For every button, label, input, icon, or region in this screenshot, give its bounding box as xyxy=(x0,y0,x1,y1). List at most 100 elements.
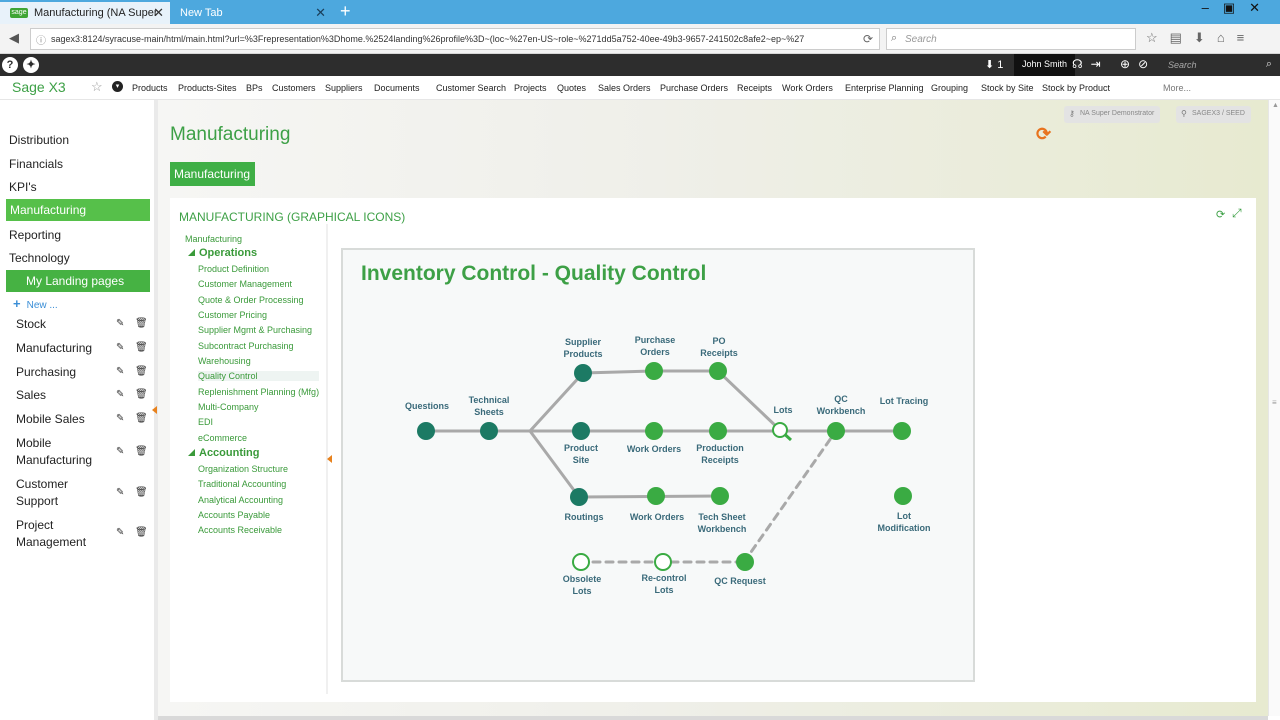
trash-icon[interactable]: 🗑 xyxy=(135,342,148,353)
tree-item-ecommerce[interactable]: eCommerce xyxy=(198,433,248,443)
sage-search-input[interactable]: Search ⌕ xyxy=(1164,56,1276,74)
user-name[interactable]: John Smith xyxy=(1014,54,1076,76)
trash-icon[interactable]: 🗑 xyxy=(135,527,148,538)
favorite-star-icon[interactable]: ☆ xyxy=(91,79,103,94)
node-tech-sheet-workbench[interactable] xyxy=(711,487,729,505)
sidebar-item-distribution[interactable]: Distribution xyxy=(9,133,70,147)
trash-icon[interactable]: 🗑 xyxy=(135,413,148,424)
tree-item-replenishment-planning[interactable]: Replenishment Planning (Mfg) xyxy=(198,387,320,397)
tree-item-edi[interactable]: EDI xyxy=(198,417,214,427)
pencil-icon[interactable]: ✎ xyxy=(116,318,125,329)
menu-item-more[interactable]: More... xyxy=(1163,83,1192,93)
node-po-receipts[interactable] xyxy=(709,362,727,380)
browser-tab-active[interactable]: sage Manufacturing (NA Super ... ✕ xyxy=(0,2,170,31)
node-lots[interactable] xyxy=(772,422,788,438)
tree-item-supplier-mgmt[interactable]: Supplier Mgmt & Purchasing xyxy=(198,325,313,335)
sidebar-item-manufacturing[interactable]: Manufacturing xyxy=(6,199,150,221)
download-counter[interactable]: ⬇ 1 xyxy=(985,59,1004,71)
landing-page-purchasing[interactable]: Purchasing xyxy=(16,365,77,379)
sidebar-item-kpis[interactable]: KPI's xyxy=(9,180,37,194)
sidebar-item-reporting[interactable]: Reporting xyxy=(9,228,62,242)
node-lot-modification[interactable] xyxy=(894,487,912,505)
trash-icon[interactable]: 🗑 xyxy=(135,318,148,329)
trash-icon[interactable]: 🗑 xyxy=(135,389,148,400)
menu-item-stock-by-site[interactable]: Stock by Site xyxy=(981,83,1034,93)
pencil-icon[interactable]: ✎ xyxy=(116,342,125,353)
refresh-icon[interactable]: ⟳ xyxy=(1036,124,1052,144)
section-tab-manufacturing[interactable]: Manufacturing xyxy=(170,162,256,186)
node-routings[interactable] xyxy=(570,488,588,506)
sidebar-item-technology[interactable]: Technology xyxy=(9,251,70,265)
tree-category-accounting[interactable]: Accounting xyxy=(188,447,260,459)
menu-item-suppliers[interactable]: Suppliers xyxy=(325,83,363,93)
landing-page-project-management[interactable]: Project Management xyxy=(16,518,87,549)
menu-item-documents[interactable]: Documents xyxy=(374,83,420,93)
back-arrow-icon[interactable]: ◀ xyxy=(9,30,19,45)
menu-item-stock-by-product[interactable]: Stock by Product xyxy=(1042,83,1111,93)
menu-item-receipts[interactable]: Receipts xyxy=(737,83,773,93)
node-technical-sheets[interactable] xyxy=(480,422,498,440)
tree-item-subcontract-purchasing[interactable]: Subcontract Purchasing xyxy=(198,341,294,351)
menu-item-sales-orders[interactable]: Sales Orders xyxy=(598,83,651,93)
tree-root[interactable]: Manufacturing xyxy=(185,234,243,244)
node-purchase-orders[interactable] xyxy=(645,362,663,380)
landing-page-manufacturing[interactable]: Manufacturing xyxy=(16,341,93,355)
browser-tab-new[interactable]: New Tab ✕ xyxy=(172,2,332,24)
node-qc-workbench[interactable] xyxy=(827,422,845,440)
reload-icon[interactable]: ⟳ xyxy=(862,32,873,46)
folder-pill[interactable]: ⚲SAGEX3 / SEED xyxy=(1176,106,1251,123)
menu-item-customer-search[interactable]: Customer Search xyxy=(436,83,507,93)
menu-item-customers[interactable]: Customers xyxy=(272,83,316,93)
chevron-down-icon[interactable]: ▾ xyxy=(112,81,123,92)
sidebar-item-financials[interactable]: Financials xyxy=(9,157,64,171)
landing-page-sales[interactable]: Sales xyxy=(16,388,47,402)
pencil-icon[interactable]: ✎ xyxy=(116,487,125,498)
node-questions[interactable] xyxy=(417,422,435,440)
landing-page-mobile-manufacturing[interactable]: Mobile Manufacturing xyxy=(16,436,93,467)
tree-item-organization-structure[interactable]: Organization Structure xyxy=(198,464,289,474)
tree-item-traditional-accounting[interactable]: Traditional Accounting xyxy=(198,479,287,489)
close-tab-icon[interactable]: ✕ xyxy=(315,5,326,20)
node-work-orders[interactable] xyxy=(645,422,663,440)
menu-item-products-sites[interactable]: Products-Sites xyxy=(178,83,237,93)
menu-item-grouping[interactable]: Grouping xyxy=(931,83,969,93)
menu-item-enterprise-planning[interactable]: Enterprise Planning xyxy=(845,83,924,93)
node-product-site[interactable] xyxy=(572,422,590,440)
tree-item-multi-company[interactable]: Multi-Company xyxy=(198,402,259,412)
compass-icon[interactable]: ✦ xyxy=(23,57,39,73)
trash-icon[interactable]: 🗑 xyxy=(135,446,148,457)
node-qc-request[interactable] xyxy=(736,553,754,571)
collapse-tree-arrow-icon[interactable] xyxy=(327,455,332,463)
menu-item-quotes[interactable]: Quotes xyxy=(557,83,587,93)
landing-pages-header[interactable]: My Landing pages xyxy=(6,270,150,292)
pencil-icon[interactable]: ✎ xyxy=(116,413,125,424)
help-icon[interactable]: ? xyxy=(2,57,18,73)
menu-item-products[interactable]: Products xyxy=(132,83,168,93)
trash-icon[interactable]: 🗑 xyxy=(135,366,148,377)
address-bar[interactable]: ⓘ sagex3:8124/syracuse-main/html/main.ht… xyxy=(30,28,880,50)
pencil-icon[interactable]: ✎ xyxy=(116,446,125,457)
node-production-receipts[interactable] xyxy=(709,422,727,440)
trash-icon[interactable]: 🗑 xyxy=(135,487,148,498)
user-role-pill[interactable]: ⚷NA Super Demonstrator xyxy=(1064,106,1161,123)
node-lot-tracing[interactable] xyxy=(893,422,911,440)
close-tab-icon[interactable]: ✕ xyxy=(153,5,164,20)
landing-page-mobile-sales[interactable]: Mobile Sales xyxy=(16,412,85,426)
new-tab-plus-icon[interactable]: + xyxy=(340,1,351,21)
page-scrollbar[interactable]: ▲ ≡ xyxy=(1268,100,1280,716)
tree-item-analytical-accounting[interactable]: Analytical Accounting xyxy=(198,495,284,505)
window-controls[interactable]: –▣✕ xyxy=(1201,0,1274,15)
panel-refresh-icon[interactable]: ⟳ xyxy=(1216,209,1226,221)
pencil-icon[interactable]: ✎ xyxy=(116,389,125,400)
pencil-icon[interactable]: ✎ xyxy=(116,527,125,538)
new-landing-page-link[interactable]: +New ... xyxy=(13,296,58,311)
menu-item-work-orders[interactable]: Work Orders xyxy=(782,83,833,93)
landing-page-customer-support[interactable]: Customer Support xyxy=(16,477,69,508)
menu-item-projects[interactable]: Projects xyxy=(514,83,547,93)
landing-page-stock[interactable]: Stock xyxy=(16,317,47,331)
tree-item-customer-pricing[interactable]: Customer Pricing xyxy=(198,310,268,320)
menu-item-bps[interactable]: BPs xyxy=(246,83,263,93)
tree-item-quote-order-processing[interactable]: Quote & Order Processing xyxy=(198,295,304,305)
sage-logo[interactable]: Sage X3 xyxy=(12,79,66,95)
node-re-control-lots[interactable] xyxy=(654,553,672,571)
